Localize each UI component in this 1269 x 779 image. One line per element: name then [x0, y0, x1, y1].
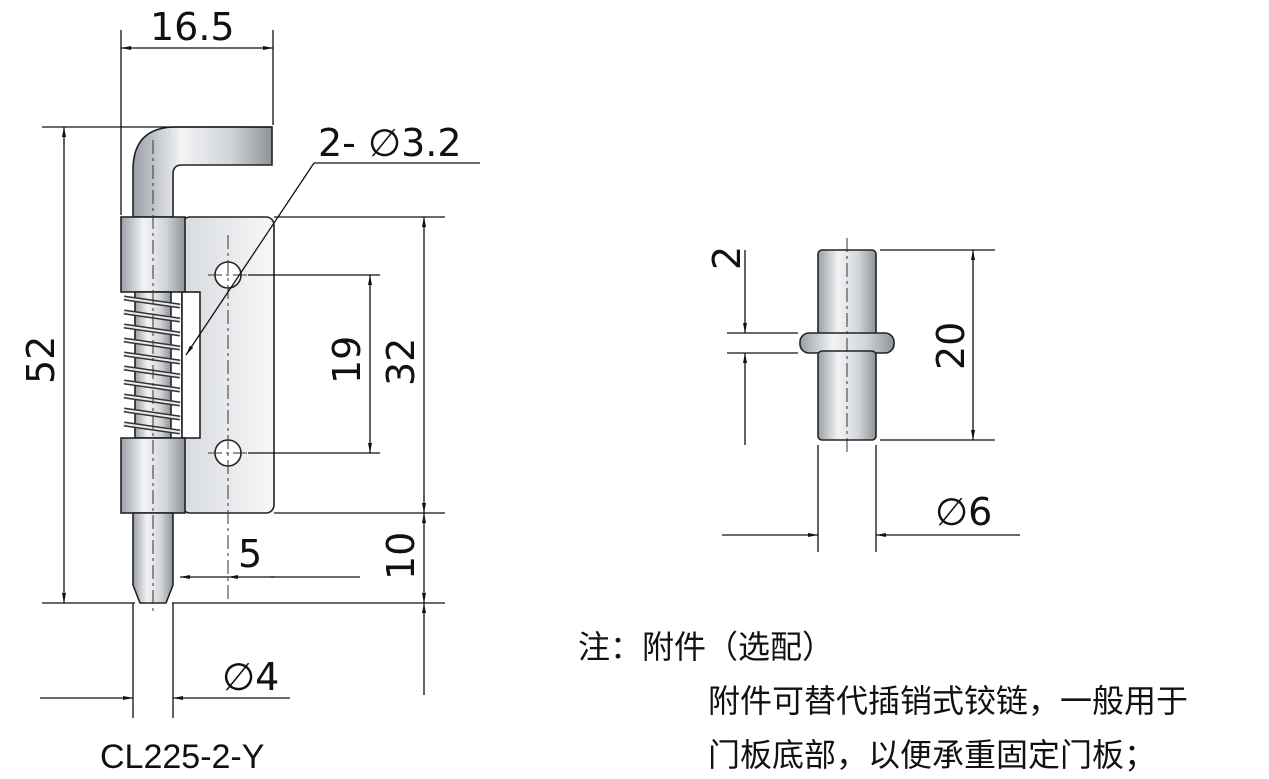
- dim-pin-length: 10: [379, 532, 423, 580]
- spring-window: [181, 291, 201, 439]
- accessory-dimension-lines: [722, 249, 1020, 552]
- note-title: 注：附件（选配）: [578, 628, 835, 666]
- dim-acc-length: 20: [929, 322, 973, 370]
- part-number: CL225-2-Y: [100, 738, 265, 776]
- dim-acc-collar: 2: [705, 246, 749, 270]
- centerlines: [152, 140, 250, 615]
- dim-offset: 5: [238, 532, 262, 576]
- upper-knuckle: [120, 216, 186, 293]
- dim-width-top: 16.5: [150, 5, 235, 49]
- note-line-2: 门板底部，以便承重固定门板；: [708, 736, 1157, 774]
- spring: [123, 291, 181, 439]
- dim-holes: 2- ∅3.2: [318, 121, 462, 165]
- dim-plate-height: 32: [379, 338, 423, 386]
- dim-pin-diameter: ∅4: [222, 655, 279, 699]
- note-line-1: 附件可替代插销式铰链，一般用于: [708, 682, 1189, 720]
- dim-acc-diameter: ∅6: [935, 490, 992, 534]
- dimension-lines: [40, 30, 480, 718]
- dim-height-total: 52: [19, 336, 63, 384]
- bent-pin: [132, 126, 273, 218]
- dim-hole-spacing: 19: [325, 336, 369, 384]
